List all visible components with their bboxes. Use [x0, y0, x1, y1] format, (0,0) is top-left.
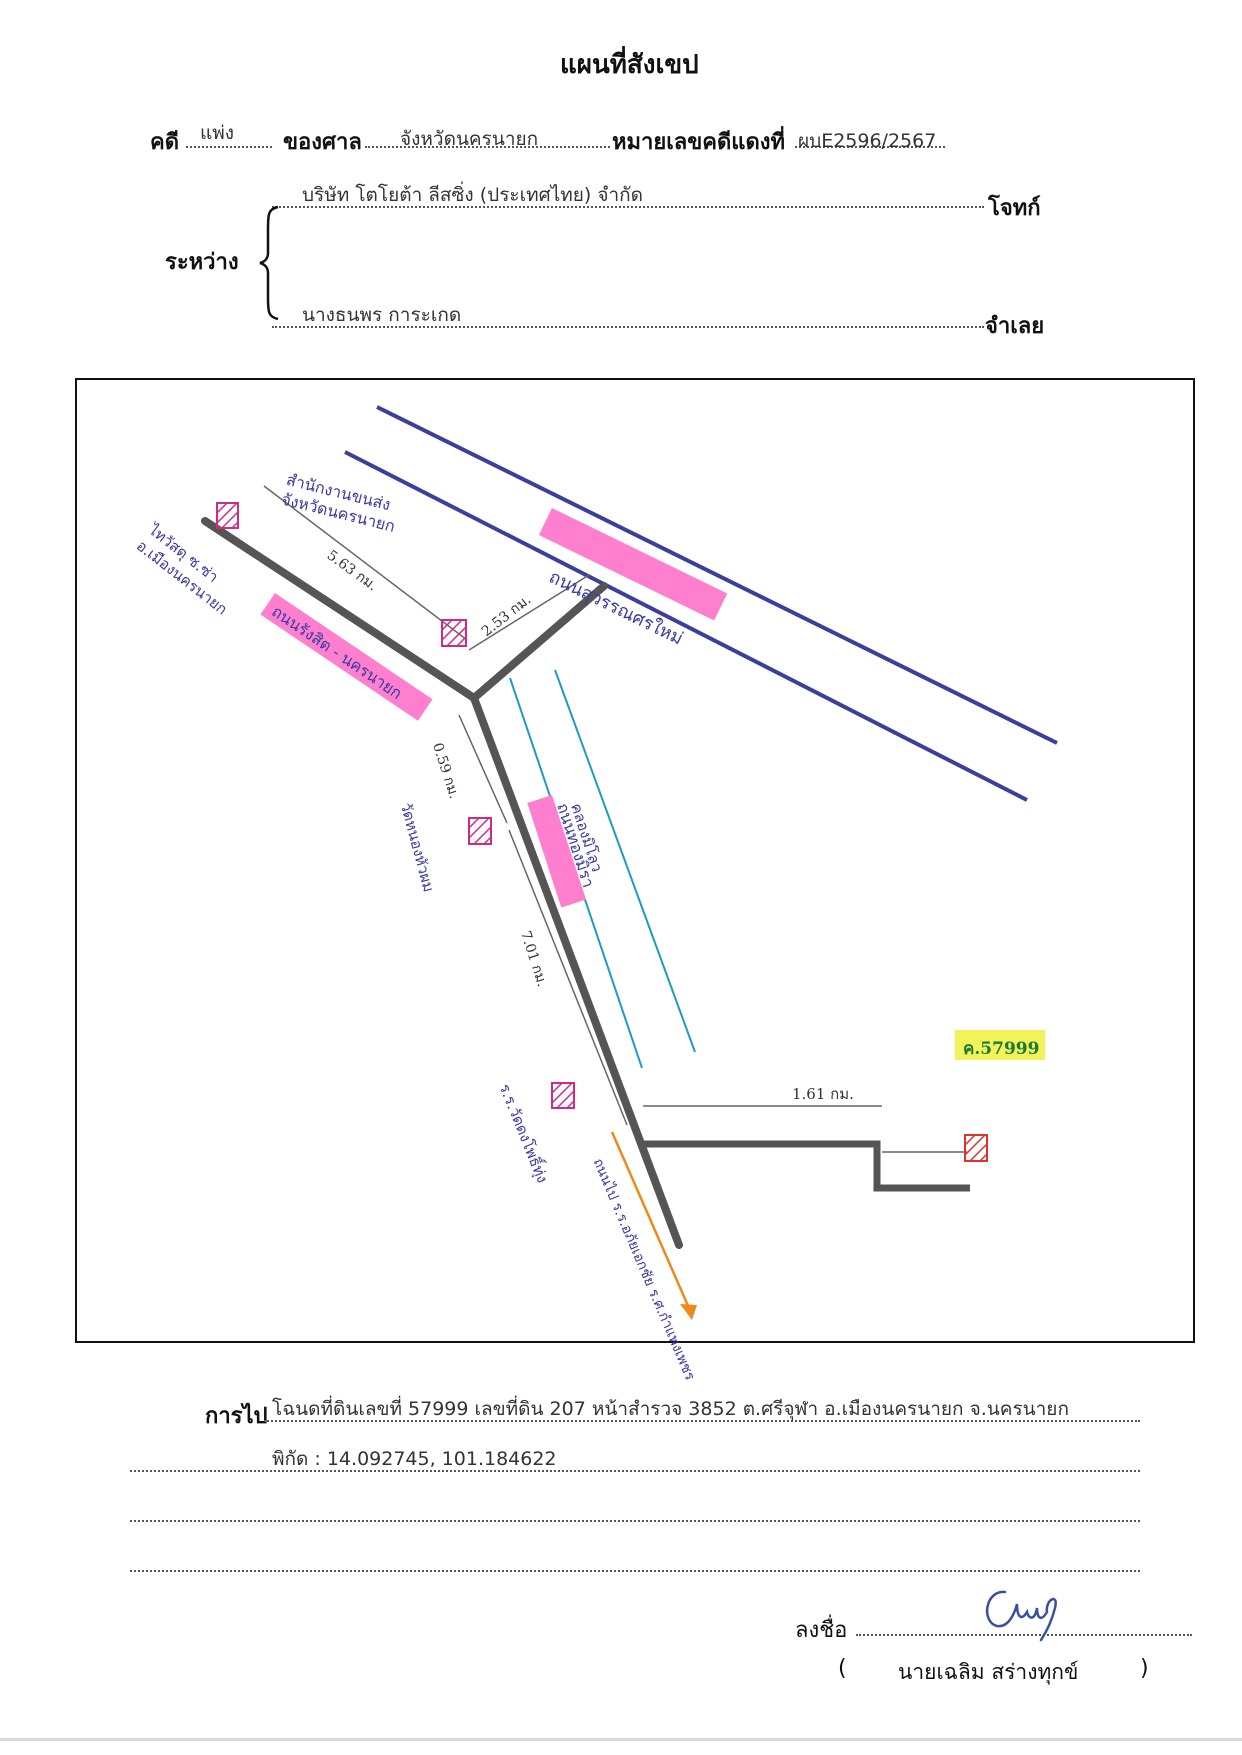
highlight-main-road — [538, 508, 728, 621]
landmark-temple2-icon — [551, 1082, 575, 1109]
landmark-office-icon — [441, 619, 467, 647]
signature-scribble-icon — [985, 1590, 1057, 1642]
case-label: คดี — [150, 130, 180, 155]
route-dots-3 — [130, 1520, 1140, 1522]
defendant-dots — [272, 326, 984, 328]
case-type-dots — [186, 146, 272, 148]
court-label: ของศาล — [283, 130, 362, 155]
highlight-parcel — [955, 1030, 1045, 1060]
route-line1: โฉนดที่ดินเลขที่ 57999 เลขที่ดิน 207 หน้… — [272, 1398, 1069, 1420]
office-branch-road — [470, 582, 608, 702]
parcel-branch-road — [639, 1140, 970, 1192]
red-case-number: ผบE2596/2567 — [798, 130, 937, 152]
main-road-line-south — [344, 450, 1028, 802]
route-dots-2 — [130, 1470, 1140, 1472]
route-line2: พิกัด : 14.092745, 101.184622 — [272, 1448, 557, 1470]
landmark-store-icon — [216, 502, 239, 529]
map-frame: ถนนสุวรรณศรใหม่ ถนนรังสิต - นครนายก ถนนท… — [75, 378, 1195, 1383]
route-dots-4 — [130, 1570, 1140, 1572]
court-name: จังหวัดนครนายก — [400, 128, 539, 150]
dim-line-rangsit — [263, 485, 468, 641]
route-label: การไป — [205, 1404, 268, 1429]
dim-line-local — [508, 829, 628, 1126]
court-dots — [365, 146, 610, 148]
main-road-line-north — [376, 405, 1058, 745]
open-paren: ( — [838, 1656, 847, 1681]
dim-line-temple — [458, 714, 508, 824]
close-paren: ) — [1140, 1656, 1149, 1681]
direction-arrow-icon — [680, 1304, 697, 1320]
case-type: แพ่ง — [200, 122, 235, 144]
plaintiff-label: โจทก์ — [988, 196, 1041, 221]
local-road — [470, 694, 683, 1249]
parcel-marker-icon — [964, 1134, 988, 1162]
parcel-label: ค.57999 — [963, 1039, 1040, 1059]
rangsit-road — [201, 517, 478, 702]
distance-branch: 1.61 กม. — [792, 1085, 854, 1103]
sketch-map — [201, 405, 1058, 1320]
dim-line-office — [468, 574, 590, 651]
sign-dots — [856, 1634, 1192, 1636]
direction-line — [610, 1131, 694, 1316]
highlight-local-road — [527, 795, 586, 908]
brace-icon — [259, 205, 279, 321]
page-title: แผนที่สังเขป — [560, 50, 699, 80]
landmark-temple1-icon — [468, 817, 492, 845]
red-case-label: หมายเลขคดีแดงที่ — [612, 130, 786, 155]
between-label: ระหว่าง — [165, 250, 239, 275]
defendant-name: นางธนพร การะเกด — [302, 304, 462, 326]
highlight-rangsit-road — [260, 593, 433, 721]
plaintiff-name: บริษัท โตโยต้า ลีสซิ่ง (ประเทศไทย) จำกัด — [302, 184, 644, 206]
red-case-dots — [795, 146, 945, 148]
scan-bottom-edge — [0, 1738, 1242, 1741]
signer-name: นายเฉลิม สร่างทุกข์ — [898, 1660, 1079, 1684]
sign-label: ลงชื่อ — [795, 1618, 848, 1643]
route-dots-1 — [264, 1420, 1140, 1422]
canal-line-east — [554, 669, 696, 1053]
defendant-label: จำเลย — [985, 314, 1045, 339]
plaintiff-dots — [272, 206, 984, 208]
